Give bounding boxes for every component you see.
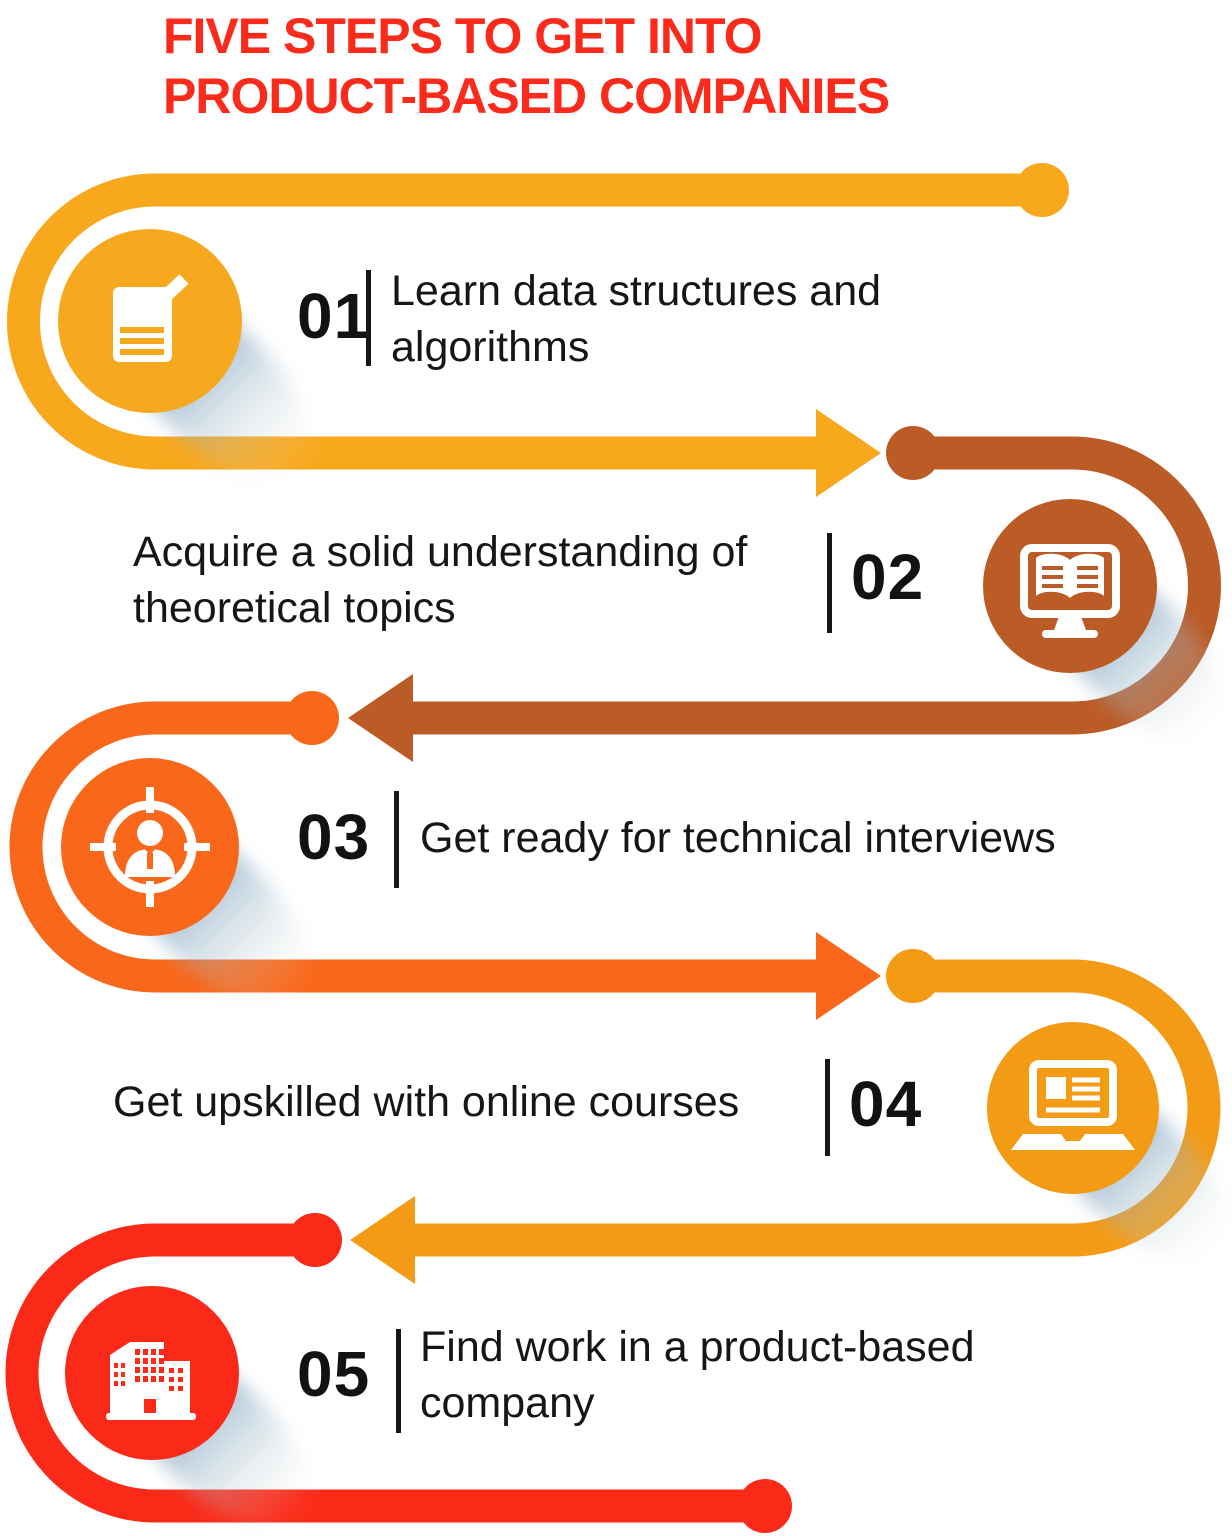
step-3-text: Get ready for technical interviews — [420, 814, 1056, 862]
step-1-text: Learn data structures and algorithms — [391, 267, 882, 371]
flow-end-dot — [738, 1479, 792, 1533]
step-5-divider — [396, 1329, 401, 1433]
buildings-icon — [106, 1342, 196, 1420]
step-3-number: 03 — [297, 801, 371, 873]
page-title: FIVE STEPS TO GET INTO PRODUCT-BASED COM… — [163, 6, 890, 126]
step-5-number: 05 — [297, 1338, 371, 1410]
note-pencil-icon — [113, 274, 189, 362]
target-person-icon — [90, 787, 210, 907]
step-1-divider — [366, 270, 371, 366]
step-3-divider — [394, 791, 399, 888]
step-4-divider — [825, 1059, 830, 1156]
laptop-icon — [1011, 1060, 1135, 1150]
page-title-line-1: FIVE STEPS TO GET INTO — [163, 8, 762, 64]
page-title-line-2: PRODUCT-BASED COMPANIES — [163, 68, 890, 124]
step-2-text: Acquire a solid understanding of theoret… — [133, 528, 748, 632]
flow-path-step-1 — [7, 163, 1069, 497]
step-2-divider — [827, 533, 832, 633]
flow-path-step-5 — [5, 1213, 792, 1533]
step-1-number: 01 — [297, 280, 371, 352]
book-monitor-icon — [1020, 544, 1120, 638]
flow-path-step-3 — [9, 691, 881, 1020]
arrow-left-icon — [348, 674, 413, 762]
step-4-text: Get upskilled with online courses — [113, 1078, 740, 1126]
step-2-number: 02 — [851, 541, 925, 613]
step-4-number: 04 — [849, 1068, 923, 1140]
step-5-text: Find work in a product-based company — [420, 1323, 975, 1427]
arrow-left-icon — [350, 1196, 415, 1284]
arrow-right-icon — [816, 409, 881, 497]
arrow-right-icon — [816, 932, 881, 1020]
